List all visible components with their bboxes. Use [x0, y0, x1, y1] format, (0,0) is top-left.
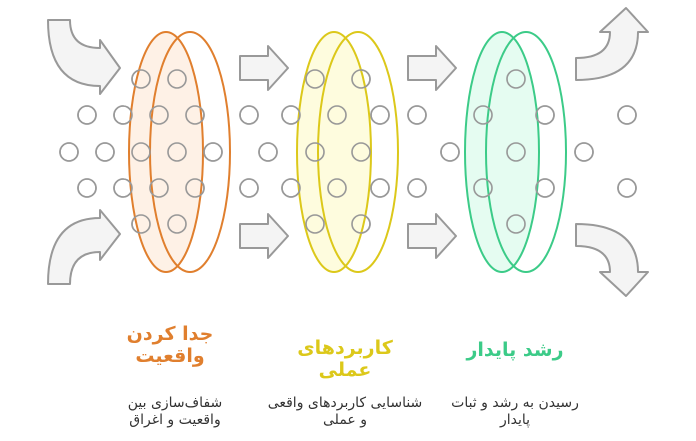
particle-dot: [617, 105, 637, 125]
stage-3-title: رشد پایدار: [466, 339, 564, 361]
particle-dot: [327, 178, 347, 198]
stage-1-title: جدا کردن واقعیت: [126, 323, 214, 367]
particle-dot: [370, 105, 390, 125]
lens-orange: [128, 31, 231, 273]
particle-dot: [440, 142, 460, 162]
particle-dot: [113, 178, 133, 198]
particle-dot: [506, 142, 526, 162]
particle-dot: [167, 69, 187, 89]
curved-arrow-in-top: [47, 19, 121, 95]
particle-dot: [149, 105, 169, 125]
particle-dot: [59, 142, 79, 162]
stage-2-description: شناسایی کاربردهای واقعی و عملی: [267, 395, 423, 428]
particle-dot: [281, 105, 301, 125]
arrow-right-2-bottom: [407, 213, 457, 259]
particle-dot: [305, 69, 325, 89]
particle-dot: [131, 142, 151, 162]
particle-dot: [167, 214, 187, 234]
particle-dot: [574, 142, 594, 162]
particle-dot: [258, 142, 278, 162]
particle-dot: [407, 105, 427, 125]
lens-yellow: [296, 31, 399, 273]
particle-dot: [131, 214, 151, 234]
arrow-right-1-top: [239, 45, 289, 91]
particle-dot: [535, 105, 555, 125]
particle-dot: [535, 178, 555, 198]
particle-dot: [370, 178, 390, 198]
curved-arrow-out-bottom: [575, 223, 649, 297]
particle-dot: [77, 178, 97, 198]
particle-dot: [407, 178, 427, 198]
particle-dot: [281, 178, 301, 198]
curved-arrow-in-bottom: [47, 209, 121, 285]
particle-dot: [473, 178, 493, 198]
particle-dot: [473, 105, 493, 125]
arrow-right-2-top: [407, 45, 457, 91]
particle-dot: [327, 105, 347, 125]
particle-dot: [185, 105, 205, 125]
particle-dot: [203, 142, 223, 162]
particle-dot: [305, 142, 325, 162]
particle-dot: [506, 69, 526, 89]
particle-dot: [131, 69, 151, 89]
particle-dot: [506, 214, 526, 234]
particle-dot: [167, 142, 187, 162]
particle-dot: [185, 178, 205, 198]
stage-2-title: کاربردهای عملی: [297, 337, 393, 381]
particle-dot: [617, 178, 637, 198]
particle-dot: [351, 142, 371, 162]
particle-dot: [95, 142, 115, 162]
particle-dot: [149, 178, 169, 198]
particle-dot: [77, 105, 97, 125]
particle-dot: [113, 105, 133, 125]
curved-arrow-out-top: [575, 7, 649, 81]
particle-dot: [351, 214, 371, 234]
stage-3-description: رسیدن به رشد و ثبات پایدار: [451, 395, 579, 428]
arrow-right-1-bottom: [239, 213, 289, 259]
particle-dot: [239, 105, 259, 125]
particle-dot: [351, 69, 371, 89]
lens-green: [464, 31, 567, 273]
particle-dot: [305, 214, 325, 234]
stage-1-description: شفاف‌سازی بین واقعیت و اغراق: [127, 395, 223, 428]
particle-dot: [239, 178, 259, 198]
